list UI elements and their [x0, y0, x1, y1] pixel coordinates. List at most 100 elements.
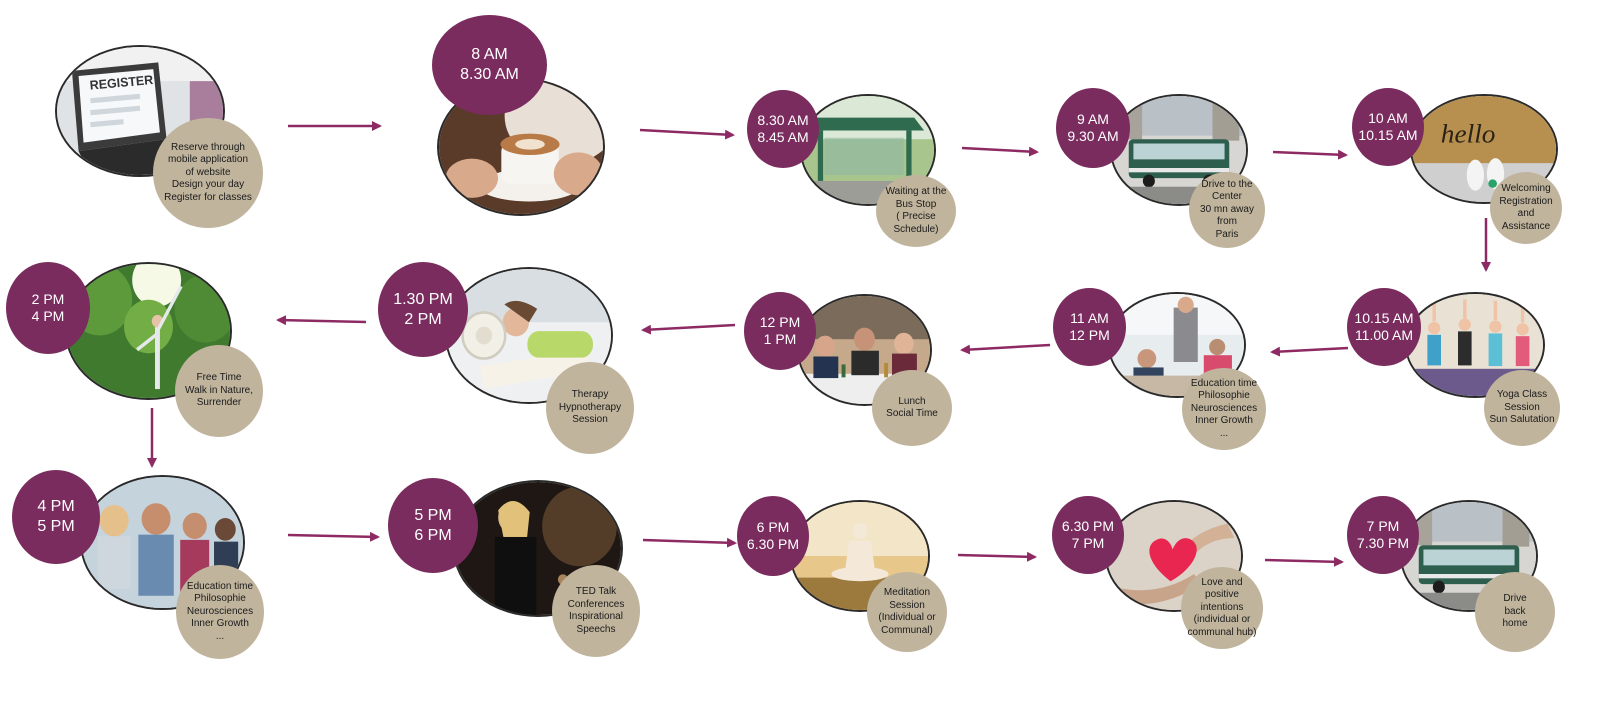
- caption-line: Welcoming: [1501, 183, 1551, 194]
- caption-line: from: [1217, 216, 1237, 228]
- caption-line: Bus Stop: [895, 198, 937, 210]
- caption-line: Reserve through: [171, 141, 245, 153]
- caption-line: Center: [1211, 191, 1242, 203]
- time-label: 1 PM: [763, 331, 797, 347]
- caption-line: Inner Growth: [191, 618, 249, 630]
- time-label: 10 AM: [1368, 110, 1408, 126]
- time-label: 12 PM: [1069, 327, 1110, 343]
- caption-line: Surrender: [196, 397, 242, 409]
- caption-line: Design your day: [171, 179, 245, 191]
- caption-line: Speechs: [576, 623, 616, 635]
- caption-line: Inspirational: [569, 611, 623, 622]
- caption-line: Register for classes: [164, 191, 252, 203]
- time-label: 5 PM: [414, 506, 452, 524]
- caption-line: Philosophie: [1198, 390, 1250, 402]
- caption-line: Education time: [186, 580, 254, 592]
- svg-text:REGISTER: REGISTER: [89, 73, 154, 93]
- coffee-cup-icon: [437, 78, 605, 216]
- caption-line: 30 mn away: [1200, 203, 1254, 215]
- time-badge: 5 PM 6 PM: [388, 478, 478, 573]
- caption-line: Walk in Nature,: [185, 384, 253, 396]
- caption-line: ( Precise: [896, 211, 936, 222]
- flow-arrow: [1264, 556, 1344, 567]
- flow-arrow: [957, 551, 1037, 562]
- caption-line: Philosophie: [194, 593, 246, 605]
- caption-line: Sun Salutation: [1489, 414, 1555, 426]
- caption-line: Paris: [1215, 228, 1239, 240]
- caption-line: Neurosciences: [186, 605, 254, 617]
- caption-line: mobile application: [167, 154, 249, 166]
- time-label: 7 PM: [1071, 535, 1105, 551]
- caption-line: intentions: [1200, 601, 1244, 613]
- flow-arrow: [642, 537, 737, 548]
- flow-arrow: [1272, 149, 1348, 160]
- time-label: 2 PM: [404, 310, 442, 328]
- time-label: 10.15 AM: [1354, 310, 1414, 326]
- time-label: 4 PM: [37, 498, 75, 515]
- time-label: 10.15 AM: [1358, 127, 1418, 143]
- flow-arrow: [639, 128, 735, 140]
- time-label: 8.30 AM: [460, 66, 519, 83]
- speaker-stage-icon: [453, 480, 623, 617]
- caption-line: Conferences: [567, 598, 625, 610]
- caption-line: positive: [1205, 589, 1239, 601]
- caption-line: ...: [215, 630, 225, 642]
- meditation-icon: [790, 500, 930, 612]
- time-label: 6.30 PM: [746, 536, 800, 552]
- time-label: 11 AM: [1070, 310, 1109, 326]
- caption-line: Drive to the: [1201, 178, 1253, 190]
- time-label: 8.30 AM: [757, 112, 809, 128]
- caption-line: Schedule): [893, 223, 939, 235]
- time-label: 7.30 PM: [1356, 535, 1410, 551]
- caption-line: Assistance: [1501, 220, 1551, 232]
- caption-line: Lunch: [898, 395, 926, 407]
- caption-line: back: [1504, 605, 1526, 617]
- caption-line: communal hub): [1187, 626, 1257, 638]
- time-label: 6 PM: [756, 519, 790, 535]
- caption-line: Session: [889, 599, 925, 611]
- caption-line: of website: [185, 166, 231, 178]
- caption-line: Meditation: [883, 587, 931, 598]
- time-label: 9.30 AM: [1067, 128, 1119, 144]
- caption-line: Inner Growth: [1195, 415, 1253, 427]
- flow-arrow: [961, 146, 1039, 157]
- caption-line: (individual or: [1193, 614, 1251, 626]
- caption-line: Education time: [1190, 377, 1258, 389]
- heart-hands-icon: [1105, 500, 1243, 612]
- time-label: 6.30 PM: [1061, 518, 1115, 534]
- time-label: 5 PM: [37, 518, 75, 535]
- bus-stop-icon: [800, 94, 936, 206]
- time-label: 7 PM: [1366, 518, 1400, 534]
- caption-line: Registration: [1499, 195, 1553, 207]
- flow-arrow: [1270, 346, 1349, 357]
- flow-arrow: [287, 531, 380, 542]
- caption-line: Session: [1504, 401, 1540, 413]
- time-label: 6 PM: [414, 526, 452, 544]
- caption-line: Therapy: [571, 389, 609, 401]
- flow-arrow: [276, 315, 367, 326]
